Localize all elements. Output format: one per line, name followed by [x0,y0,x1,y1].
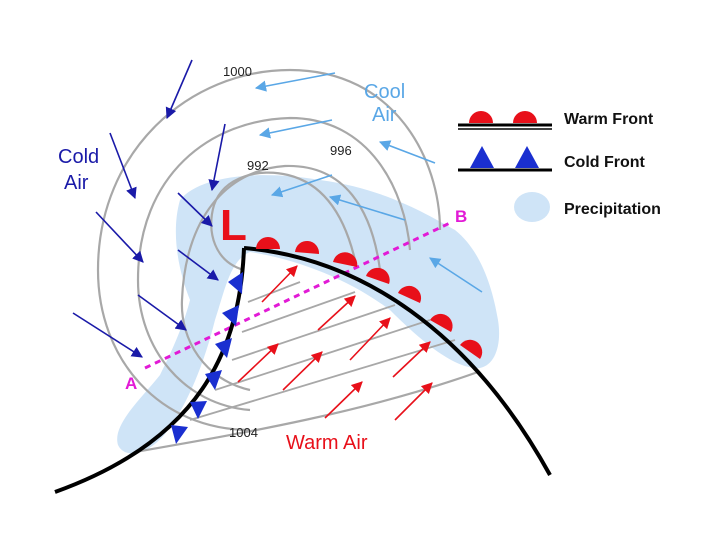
isobar-996 [136,116,412,412]
legend: Warm Front Cold Front Precipitation [458,111,661,218]
isobar-label-1004: 1004 [229,425,258,440]
cold-front-symbols [171,272,243,444]
legend-warm-front: Warm Front [458,111,654,130]
isobar-992 [180,164,382,392]
isobar-label-996: 996 [330,143,352,158]
legend-precipitation-label: Precipitation [564,201,661,218]
isobar-1000 [96,68,442,432]
cool-air-label-line1: Cool [364,81,405,103]
low-pressure-symbol: L [220,201,247,250]
cold-air-label-line1: Cold [58,146,99,168]
isobar-inner [210,171,357,272]
isobar-label-992: 992 [247,158,269,173]
isobar-1004 [134,370,479,454]
warm-front-symbols [256,237,483,359]
warm-air-arrows [237,265,433,421]
cross-section-line [144,220,453,370]
legend-cold-front-label: Cold Front [564,154,646,171]
legend-warm-front-label: Warm Front [564,111,654,128]
isobars [96,68,479,454]
cross-section-start-label: A [125,374,137,393]
warm-air-label: Warm Air [286,432,368,454]
cool-air-arrows [254,72,483,293]
cool-air-label-line2: Air [372,104,397,126]
cold-air-arrows [72,59,226,358]
cross-section-end-label: B [455,207,467,226]
precipitation-legend-swatch [514,192,550,222]
cold-air-label-line2: Air [64,172,89,194]
isobar-label-1000: 1000 [223,64,252,79]
legend-cold-front: Cold Front [458,146,646,172]
warm-front-line [243,246,552,476]
